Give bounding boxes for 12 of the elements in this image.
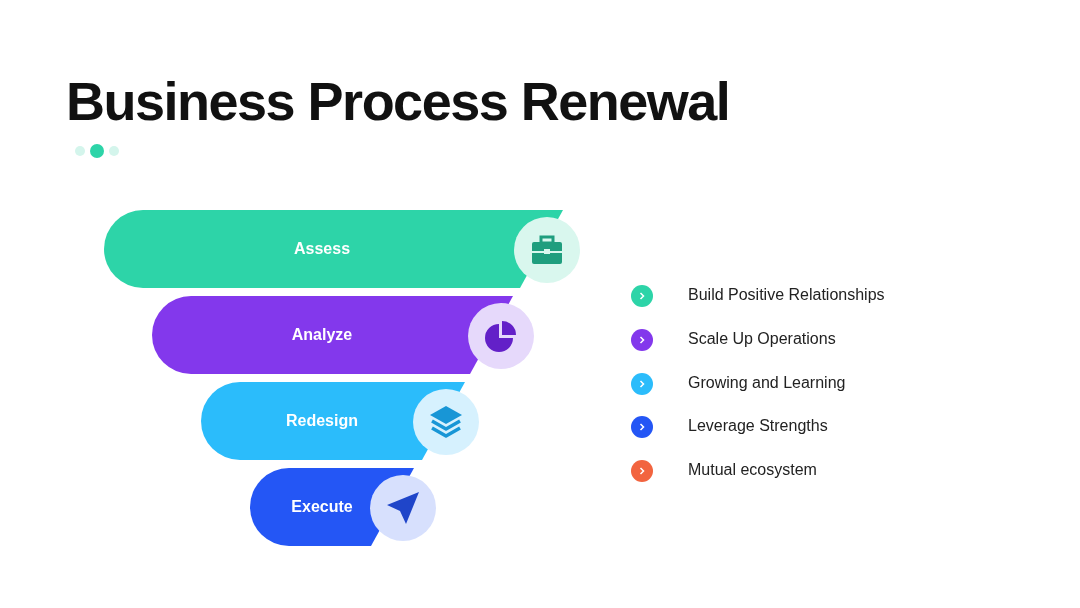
legend-text: Build Positive Relationships — [688, 286, 885, 304]
band-label: Assess — [294, 239, 350, 259]
band-label: Analyze — [291, 325, 353, 345]
legend-text: Growing and Learning — [688, 373, 846, 392]
legend-text: Mutual ecosystem — [688, 461, 817, 480]
band-label: Redesign — [286, 411, 358, 431]
funnel-band — [152, 296, 513, 374]
band-label: Execute — [291, 497, 353, 517]
legend-text: Leverage Strengths — [688, 417, 828, 436]
legend-text: Scale Up Operations — [688, 329, 836, 348]
funnel-band — [104, 210, 563, 288]
slide-title: Business Process Renewal — [66, 70, 730, 132]
